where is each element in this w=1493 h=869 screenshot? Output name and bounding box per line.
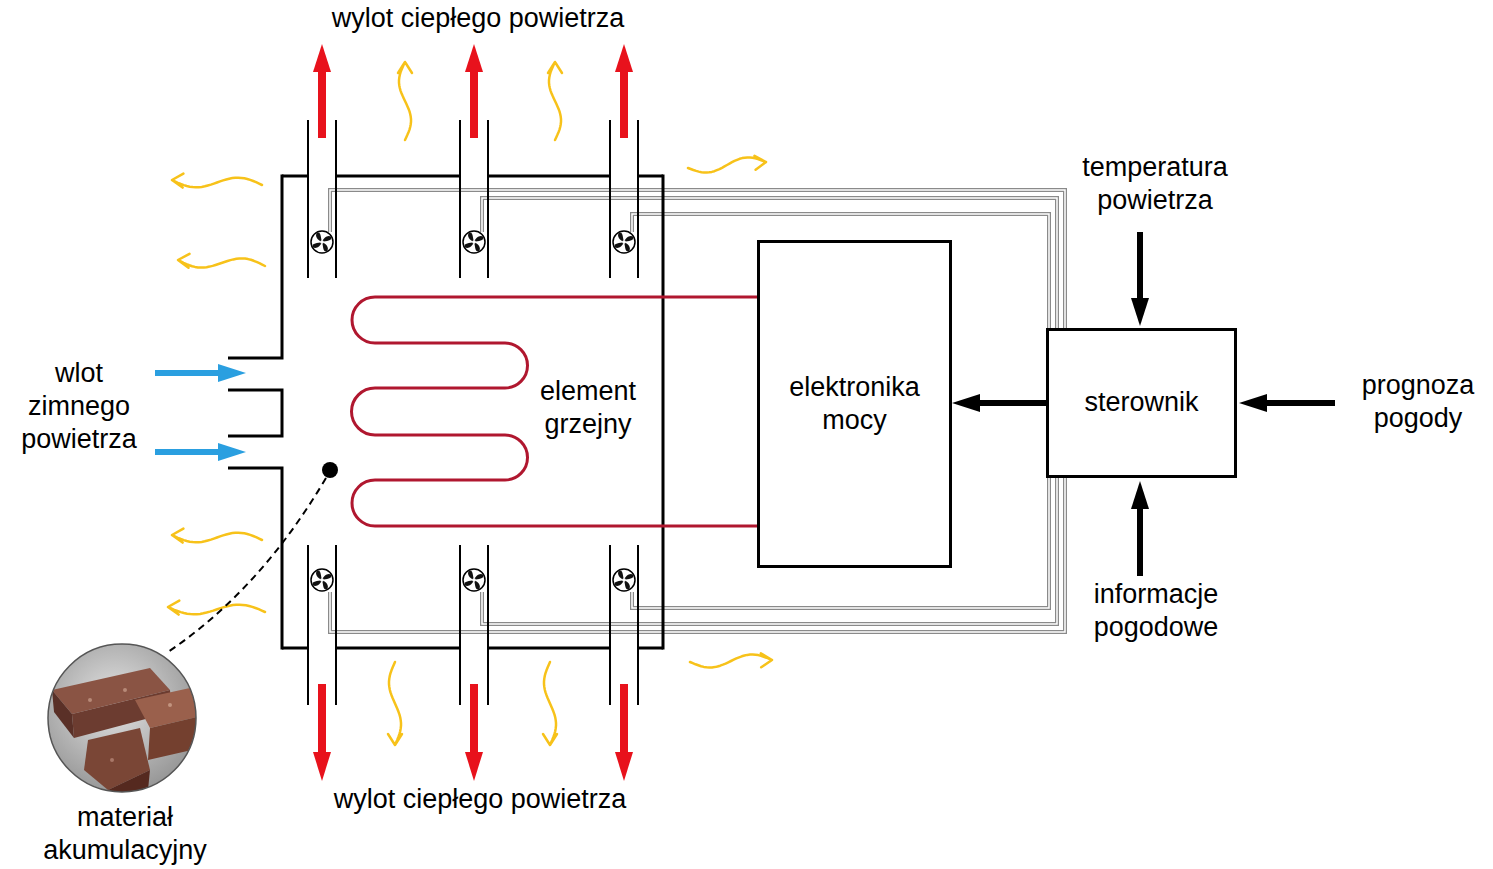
node-text: elektronika mocy <box>768 371 941 437</box>
heat-wave-arrow <box>172 529 262 543</box>
fan-symbol <box>311 569 333 591</box>
heat-wave-arrow <box>168 601 265 615</box>
label: materiał akumulacyjny <box>25 801 225 867</box>
label-text: prognoza pogody <box>1362 370 1475 433</box>
heat-wave-arrow <box>172 174 262 188</box>
heat-wave-arrow <box>543 662 557 745</box>
label-text: wylot ciepłego powietrza <box>332 3 625 33</box>
fan-ring <box>613 569 635 591</box>
heat-wave-arrow <box>178 254 265 268</box>
fan-symbol <box>463 231 485 253</box>
fan-symbol <box>311 231 333 253</box>
label-text: element grzejny <box>540 376 636 439</box>
label: prognoza pogody <box>1343 369 1493 435</box>
control-arrow <box>952 394 1046 412</box>
leader-line <box>168 478 326 652</box>
node-text: sterownik <box>1084 386 1198 419</box>
label: wylot ciepłego powietrza <box>260 783 700 816</box>
node-label: elektronika mocy <box>768 371 941 437</box>
label: informacje pogodowe <box>1061 578 1251 644</box>
fan-blade <box>314 232 325 243</box>
fan-ring <box>463 231 485 253</box>
heat-wave-arrow <box>690 653 772 667</box>
label: temperatura powietrza <box>1050 151 1260 217</box>
brick-photo <box>48 644 205 804</box>
probe-dot <box>322 462 338 478</box>
fan-symbol <box>463 569 485 591</box>
label-text: wlot zimnego powietrza <box>21 358 137 454</box>
label-text: wylot ciepłego powietrza <box>334 784 627 814</box>
fan-hub <box>320 240 324 244</box>
cold-air-arrows <box>155 364 246 461</box>
label: element grzejny <box>525 375 651 441</box>
fan-hub <box>622 240 626 244</box>
label-text: informacje pogodowe <box>1094 579 1219 642</box>
arrow-shaft <box>980 400 1046 406</box>
label-text: temperatura powietrza <box>1082 152 1228 215</box>
heater-housing <box>228 175 663 650</box>
heat-wave-arrow <box>688 156 766 173</box>
heating-coil <box>351 297 757 526</box>
fan-blade <box>616 570 627 581</box>
heat-wave-arrow <box>388 662 402 745</box>
node-label: sterownik <box>1084 386 1198 419</box>
fan-symbol <box>613 231 635 253</box>
arrow-head <box>952 394 980 412</box>
label: wlot zimnego powietrza <box>5 357 153 457</box>
heat-wave-arrow <box>398 62 412 140</box>
power-electronics-box: elektronika mocy <box>757 240 952 568</box>
heat-radiation-arrows <box>168 62 772 745</box>
fan-hub <box>472 578 476 582</box>
controller-box: sterownik <box>1046 328 1237 478</box>
fan-ring <box>311 569 333 591</box>
fan-ring <box>613 231 635 253</box>
fan-ring <box>463 569 485 591</box>
fan-hub <box>472 240 476 244</box>
air-ducts <box>308 120 638 705</box>
heat-wave-arrow <box>548 62 562 140</box>
fan-symbol <box>613 569 635 591</box>
fan-blade <box>616 232 627 243</box>
fan-hub <box>320 578 324 582</box>
label-text: materiał akumulacyjny <box>43 802 207 865</box>
label: wylot ciepłego powietrza <box>258 2 698 35</box>
fan-blade <box>314 570 325 581</box>
fan-hub <box>622 578 626 582</box>
fan-blade <box>466 232 477 243</box>
fan-blade <box>466 570 477 581</box>
fan-ring <box>311 231 333 253</box>
control-wires <box>330 190 1065 632</box>
